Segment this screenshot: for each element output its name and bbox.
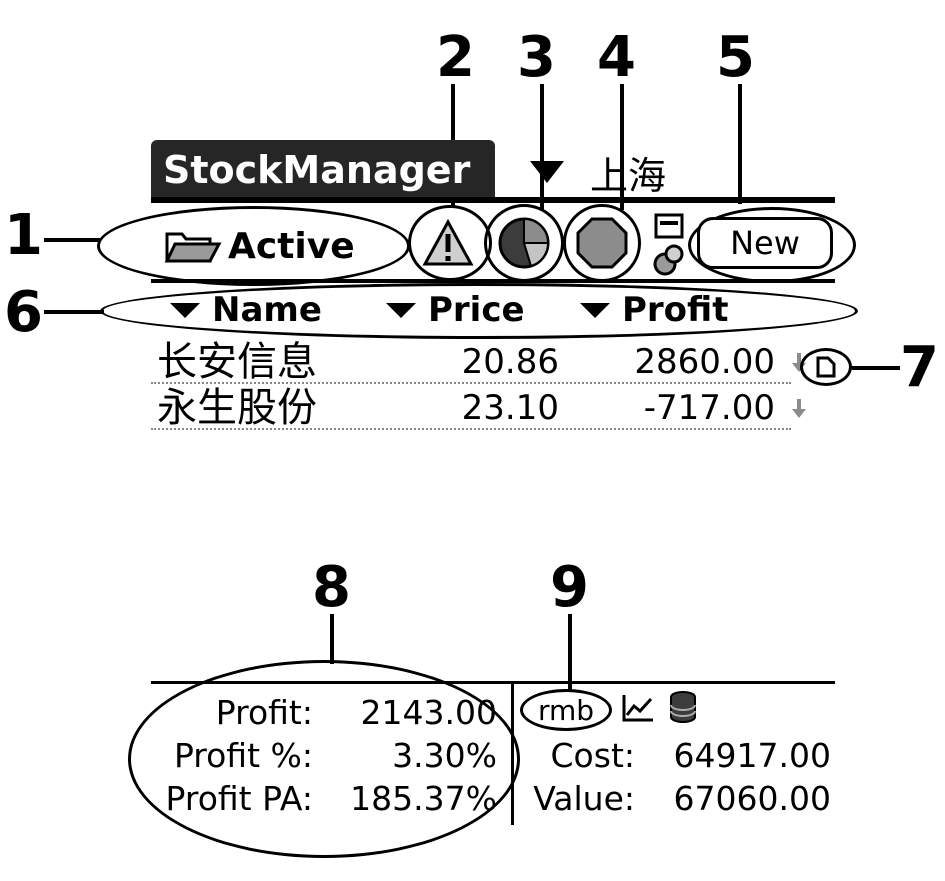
summary-profit-pct-value: 3.30% [392, 736, 497, 775]
callout-number: 2 [436, 25, 475, 90]
stock-price: 20.86 [461, 342, 559, 382]
callout-number: 5 [716, 25, 755, 90]
callout-leader [44, 310, 104, 314]
column-header-profit[interactable]: Profit [580, 288, 729, 332]
callout-number: 6 [4, 280, 43, 345]
stock-price: 23.10 [461, 388, 559, 428]
callout-leader [330, 614, 334, 664]
summary-profit-label: Profit: [215, 693, 313, 732]
app-title: StockManager [151, 140, 495, 200]
summary-profit-pa-label: Profit PA: [165, 779, 313, 818]
table-row[interactable]: 长安信息 20.86 2860.00 [151, 339, 806, 385]
column-header-name[interactable]: Name [170, 288, 322, 332]
toolbar-divider [151, 279, 835, 283]
category-picker[interactable]: Active [164, 222, 355, 270]
callout-leader [568, 614, 572, 690]
category-label: Active [228, 225, 355, 267]
callout-number: 8 [312, 555, 351, 620]
summary-cost-value: 64917.00 [673, 736, 831, 775]
calculator-button[interactable] [648, 210, 690, 280]
pie-chart-icon [498, 217, 550, 269]
region-picker[interactable]: 上海 [530, 150, 666, 198]
callout-leader [540, 84, 544, 210]
alert-icon [422, 219, 474, 266]
database-button[interactable] [666, 688, 700, 726]
line-graph-icon [622, 695, 653, 722]
stock-profit: -717.00 [643, 388, 775, 428]
stop-icon [576, 217, 628, 269]
callout-leader [738, 84, 742, 204]
dropdown-arrow-icon [530, 161, 564, 183]
alert-button[interactable] [415, 214, 481, 272]
callout-leader [620, 84, 624, 210]
calculator-icon [653, 213, 684, 276]
note-icon [816, 356, 836, 378]
callout-number: 7 [900, 335, 939, 400]
summary-value-value: 67060.00 [673, 779, 831, 818]
region-label: 上海 [590, 153, 667, 198]
callout-number: 1 [4, 203, 43, 268]
database-icon [670, 691, 696, 723]
callout-leader [852, 366, 900, 370]
column-header-label: Name [212, 290, 322, 330]
callout-number: 3 [517, 25, 556, 90]
stock-name: 永生股份 [157, 385, 317, 431]
new-button[interactable]: New [697, 217, 833, 269]
callout-leader [44, 238, 100, 242]
summary-value-label: Value: [533, 779, 635, 818]
sort-arrow-icon [386, 302, 416, 318]
chart-button[interactable] [492, 213, 556, 273]
stock-name: 长安信息 [157, 339, 317, 385]
summary-highlight-ring [128, 660, 520, 858]
table-row[interactable]: 永生股份 23.10 -717.00 [151, 385, 806, 431]
stop-button[interactable] [570, 212, 634, 274]
summary-profit-value: 2143.00 [360, 693, 497, 732]
column-header-label: Profit [622, 290, 729, 330]
sort-arrow-icon [580, 302, 610, 318]
folder-icon [164, 232, 222, 263]
callout-number: 9 [550, 555, 589, 620]
graph-button[interactable] [618, 690, 658, 726]
column-header-label: Price [428, 290, 525, 330]
currency-button[interactable]: rmb [520, 689, 612, 731]
stock-profit: 2860.00 [634, 342, 775, 382]
sort-arrow-icon [170, 302, 200, 318]
columns-highlight-ring [100, 283, 858, 339]
summary-profit-pa-value: 185.37% [350, 779, 497, 818]
note-button[interactable] [800, 348, 852, 386]
summary-divider [151, 681, 835, 684]
callout-number: 4 [597, 25, 636, 90]
column-header-price[interactable]: Price [386, 288, 525, 332]
title-divider [151, 197, 835, 203]
trend-down-icon [792, 399, 806, 418]
summary-profit-pct-label: Profit %: [173, 736, 313, 775]
summary-cost-label: Cost: [550, 736, 635, 775]
